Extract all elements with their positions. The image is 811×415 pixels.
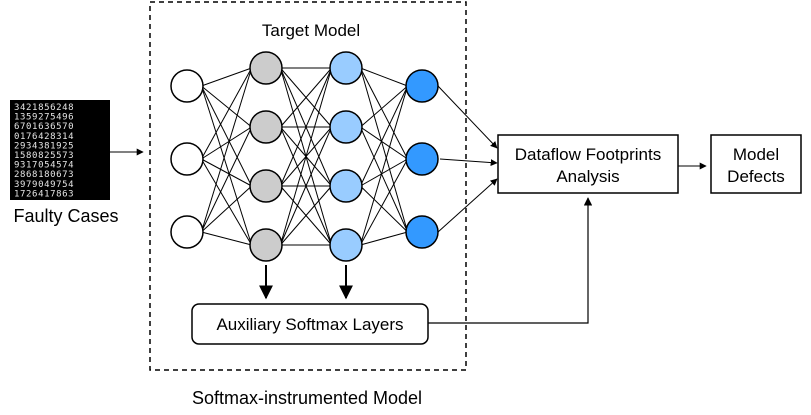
faulty-cases-label: Faulty Cases [13, 206, 118, 226]
edge-input-0-to-hidden-1-0 [201, 67, 252, 87]
edge-hidden-2-2-to-output-2 [360, 185, 408, 233]
faulty-digit-row: 2868180673 [14, 170, 74, 180]
dataflow-analysis-label-line1: Dataflow Footprints [515, 145, 661, 164]
arrow-output-1-to-analysis [437, 85, 498, 149]
auxiliary-softmax-label: Auxiliary Softmax Layers [216, 315, 403, 334]
faulty-digit-row: 1580825573 [14, 151, 74, 161]
instrumented-model-boundary [149, 1, 467, 371]
edge-input-1-to-hidden-1-2 [201, 158, 252, 187]
arrow-output-2-to-analysis [439, 158, 498, 167]
edge-input-1-to-hidden-1-3 [200, 158, 253, 246]
edge-hidden-2-3-to-output-1 [359, 158, 409, 246]
node-output-0 [405, 69, 439, 103]
auxiliary-softmax-box [191, 303, 429, 345]
dataflow-analysis-label-line2: Analysis [556, 167, 619, 186]
edge-input-2-to-hidden-1-1 [200, 126, 253, 233]
faulty-digit-row: 3421856248 [14, 103, 74, 113]
edge-input-0-to-hidden-1-2 [200, 85, 253, 187]
faulty-digit-row: 9317054574 [14, 161, 74, 171]
node-output-2 [405, 215, 439, 249]
edge-input-0-to-hidden-1-3 [200, 85, 253, 246]
edge-hidden-2-0-to-output-1 [359, 67, 409, 160]
node-input-0 [170, 69, 204, 103]
node-input-1 [170, 142, 204, 176]
faulty-digits-grid: 3421856248135927549667016365700176428314… [14, 103, 74, 199]
faulty-digit-row: 1726417863 [14, 189, 74, 199]
edge-hidden-2-0-to-output-0 [360, 67, 408, 87]
edge-hidden-2-3-to-output-0 [359, 85, 409, 246]
network-nodes [170, 51, 439, 262]
node-input-2 [170, 215, 204, 249]
edge-input-0-to-hidden-1-1 [201, 85, 252, 128]
edge-hidden-2-1-to-output-2 [359, 126, 409, 233]
faulty-digit-row: 6701636570 [14, 122, 74, 132]
edge-input-1-to-hidden-1-0 [200, 67, 253, 160]
target-model-label: Target Model [262, 21, 360, 40]
edge-hidden-1-3-to-hidden-2-0 [279, 67, 333, 246]
node-hidden-2-2 [329, 169, 363, 203]
faulty-digit-row: 1359275496 [14, 113, 74, 123]
edge-input-2-to-hidden-1-2 [201, 185, 252, 233]
faulty-cases-tile [10, 100, 110, 200]
node-hidden-2-1 [329, 110, 363, 144]
edge-hidden-1-2-to-hidden-2-0 [279, 67, 333, 187]
edge-hidden-2-2-to-output-0 [359, 85, 409, 187]
node-hidden-1-0 [249, 51, 283, 85]
edge-hidden-1-3-to-hidden-2-1 [279, 126, 333, 246]
edge-input-1-to-hidden-1-1 [201, 126, 252, 160]
instrumented-model-label: Softmax-instrumented Model [192, 388, 422, 408]
faulty-cases-image: 3421856248135927549667016365700176428314… [10, 100, 110, 200]
model-defects-box [710, 134, 802, 194]
faulty-digit-row: 0176428314 [14, 132, 74, 142]
faulty-digit-row: 2934381925 [14, 141, 74, 151]
arrow-auxiliary-to-analysis [428, 197, 593, 324]
edge-input-2-to-hidden-1-3 [201, 231, 252, 246]
model-defects-label-line2: Defects [727, 167, 785, 186]
edge-hidden-1-3-to-hidden-2-2 [280, 185, 332, 246]
edge-hidden-2-1-to-output-0 [360, 85, 408, 128]
faulty-digit-row: 3979049754 [14, 180, 74, 190]
node-hidden-1-1 [249, 110, 283, 144]
node-output-1 [405, 142, 439, 176]
node-hidden-1-3 [249, 228, 283, 262]
network-edges [200, 67, 409, 246]
edge-hidden-2-1-to-output-1 [360, 126, 408, 160]
edge-hidden-1-1-to-hidden-2-0 [280, 67, 332, 128]
arrow-output-3-to-analysis [437, 178, 498, 233]
node-hidden-2-3 [329, 228, 363, 262]
edge-hidden-2-3-to-output-2 [360, 231, 408, 246]
node-hidden-2-0 [329, 51, 363, 85]
node-hidden-1-2 [249, 169, 283, 203]
model-defects-label-line1: Model [733, 145, 779, 164]
edge-hidden-2-0-to-output-2 [359, 67, 409, 233]
edge-input-2-to-hidden-1-0 [200, 67, 253, 233]
edge-hidden-2-2-to-output-1 [360, 158, 408, 187]
dataflow-analysis-box [497, 134, 679, 194]
